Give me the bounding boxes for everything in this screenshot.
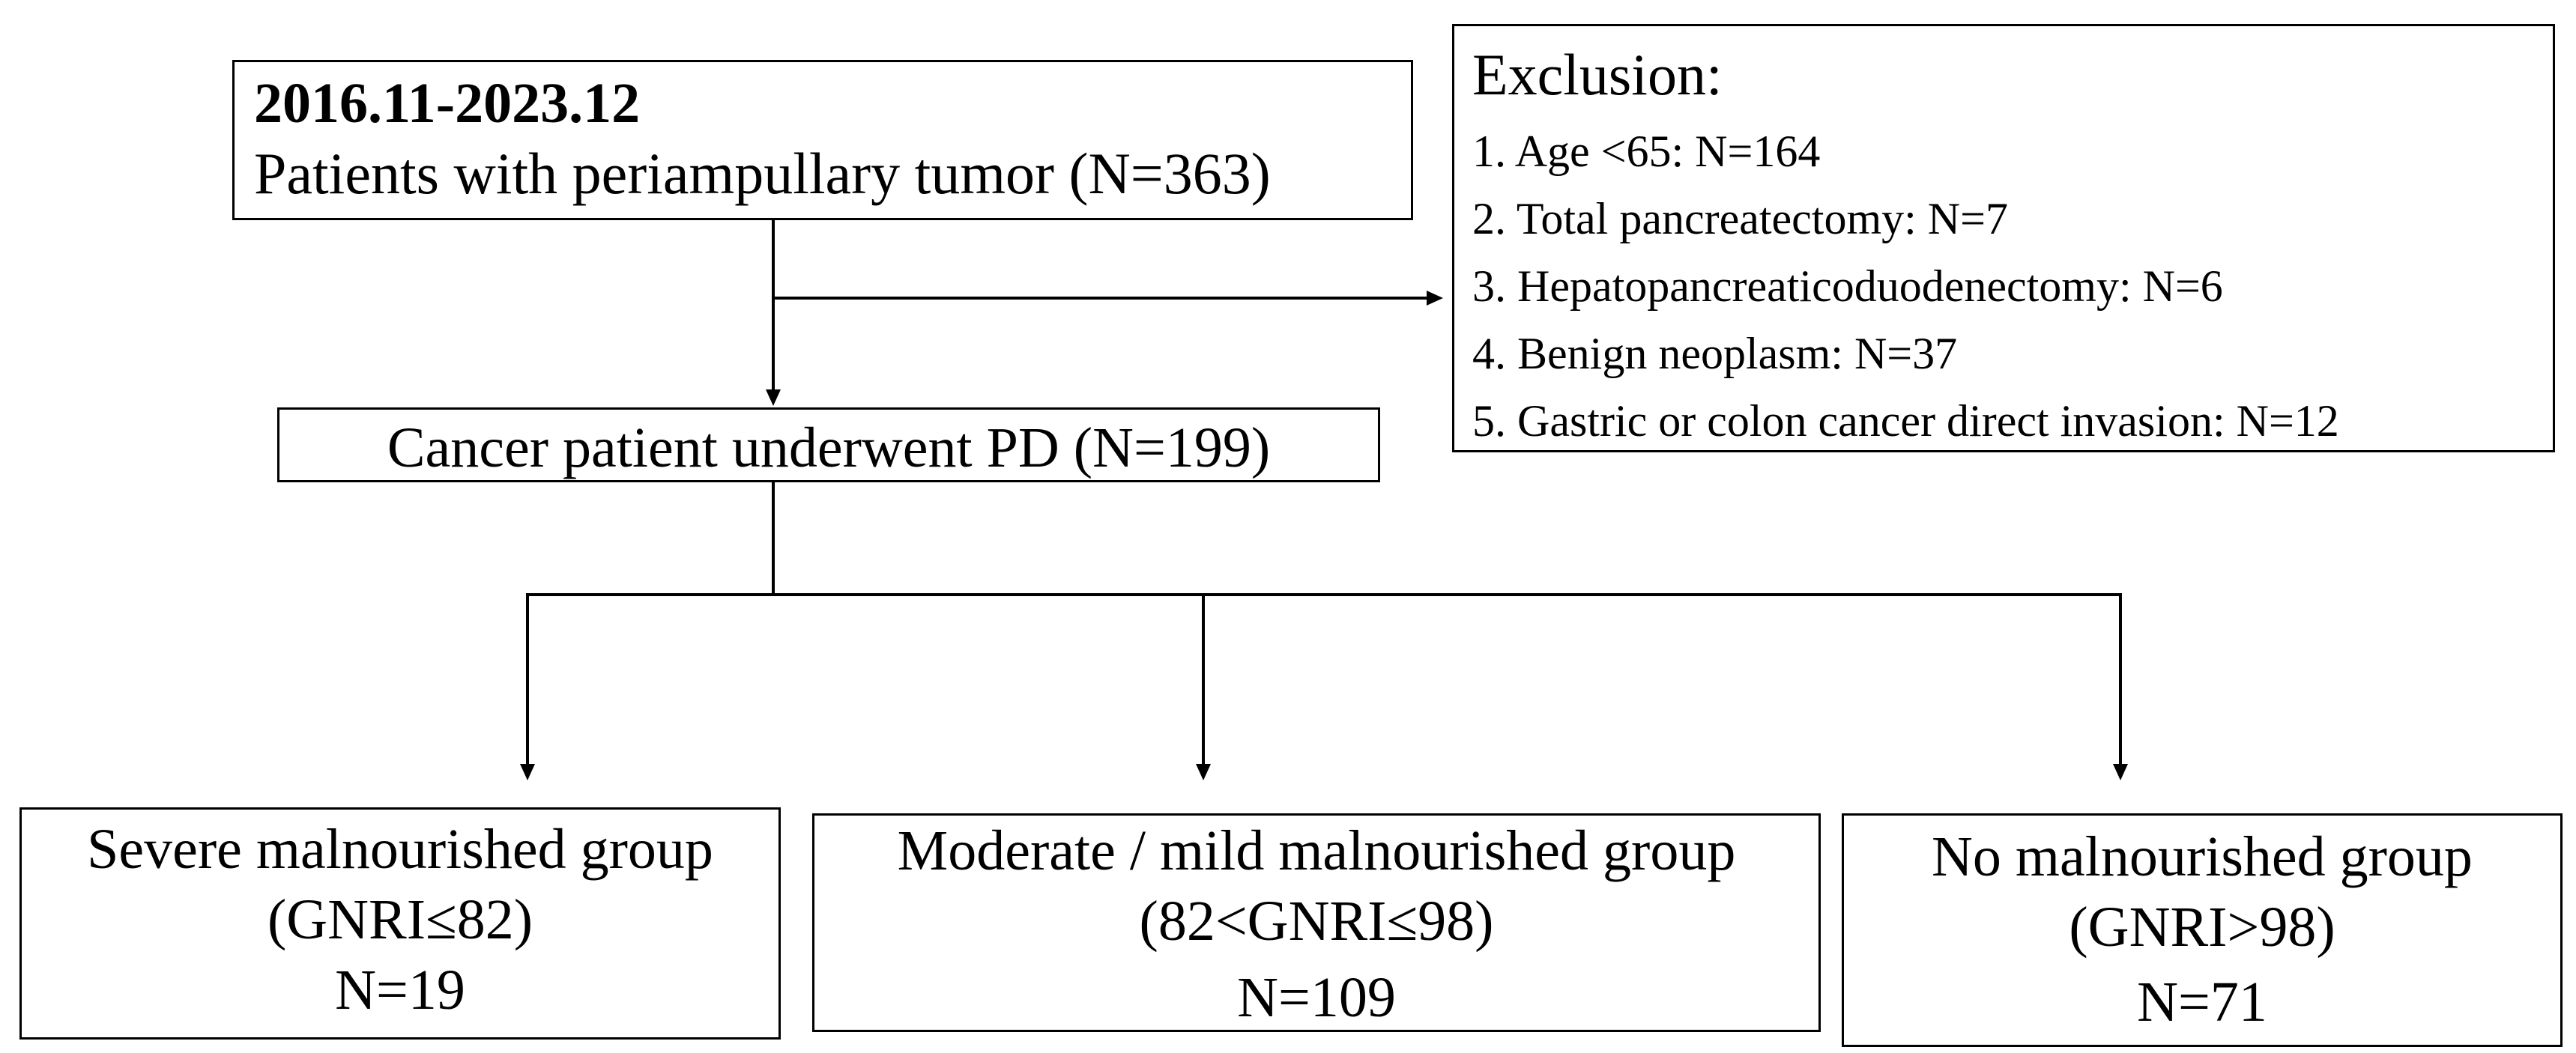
severe-group-box: Severe malnourished group (GNRI≤82) N=19: [19, 807, 781, 1040]
group-name: Moderate / mild malnourished group: [897, 819, 1736, 882]
exclusion-box: Exclusion: 1. Age <65: N=164 2. Total pa…: [1452, 24, 2555, 452]
group-count: N=71: [2137, 971, 2267, 1034]
connector-to-moderate-group: [1202, 595, 1205, 764]
exclusion-item: 5. Gastric or colon cancer direct invasi…: [1472, 396, 2339, 446]
study-period: 2016.11-2023.12: [254, 72, 641, 135]
exclusion-item: 1. Age <65: N=164: [1472, 127, 1821, 176]
cohort-label: Cancer patient underwent PD (N=199): [387, 416, 1271, 479]
exclusion-item: 3. Hepatopancreaticoduodenectomy: N=6: [1472, 261, 2223, 311]
no-malnourished-group-box: No malnourished group (GNRI>98) N=71: [1842, 813, 2563, 1047]
group-count: N=109: [1237, 966, 1396, 1029]
exclusion-list: 1. Age <65: N=164 2. Total pancreatectom…: [1472, 118, 2339, 455]
connector-source-to-cohort: [772, 220, 775, 389]
group-count: N=19: [335, 959, 465, 1022]
connector-to-no-malnourished-group: [2119, 595, 2122, 764]
exclusion-item: 2. Total pancreatectomy: N=7: [1472, 194, 2008, 243]
group-name: No malnourished group: [1932, 825, 2473, 888]
split-line: [526, 593, 2122, 596]
exclusion-title: Exclusion:: [1472, 42, 1723, 107]
group-name: Severe malnourished group: [87, 818, 713, 881]
group-criterion: (82<GNRI≤98): [1139, 890, 1494, 953]
group-criterion: (GNRI≤82): [267, 888, 533, 951]
arrowhead-to-severe-group: [520, 764, 535, 780]
source-population: Patients with periampullary tumor (N=363…: [254, 141, 1271, 206]
group-criterion: (GNRI>98): [2069, 896, 2335, 959]
moderate-group-box: Moderate / mild malnourished group (82<G…: [812, 813, 1821, 1032]
source-box: 2016.11-2023.12 Patients with periampull…: [232, 60, 1413, 220]
connector-cohort-to-split: [772, 482, 775, 595]
arrowhead-to-no-malnourished-group: [2113, 764, 2128, 780]
exclusion-item: 4. Benign neoplasm: N=37: [1472, 329, 1958, 378]
cohort-box: Cancer patient underwent PD (N=199): [277, 407, 1380, 482]
arrowhead-to-moderate-group: [1196, 764, 1211, 780]
arrowhead-to-exclusion: [1427, 291, 1443, 306]
arrowhead-to-cohort: [766, 389, 781, 406]
connector-to-exclusion: [773, 297, 1427, 300]
connector-to-severe-group: [526, 595, 529, 764]
